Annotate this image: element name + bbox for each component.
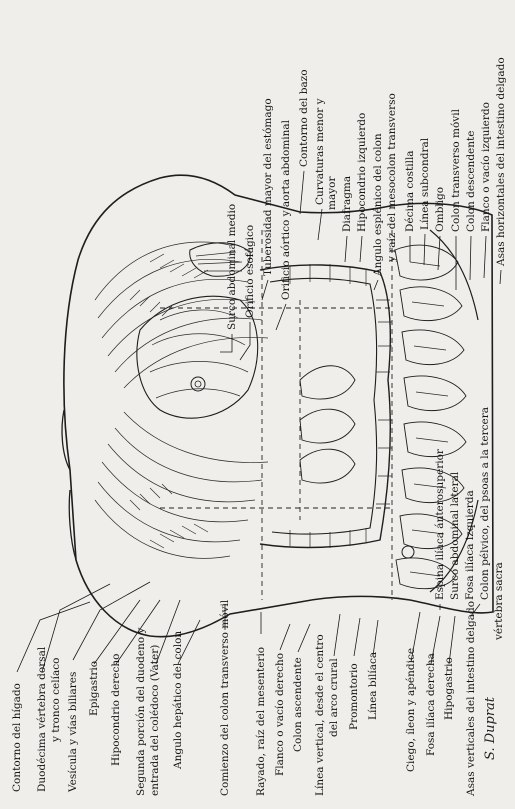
label-diafragma: Diafragma: [341, 176, 353, 232]
label-hipogastrio: Hipogastrio: [443, 657, 455, 720]
label-tronco-celiaco: y tronco celíaco: [50, 658, 62, 743]
label-rayado-mesenterio: Rayado, raíz del mesenterio: [255, 647, 267, 796]
label-orificio-esofagico: Orificio esofágico: [244, 225, 256, 318]
label-fosa-iliaca-izquierda: Fosa ilíaca izquierda: [464, 490, 476, 600]
label-hipocondrio-derecho: Hipocondrio derecho: [110, 654, 122, 766]
label-linea-subcondral: Línea subcondral: [419, 137, 431, 230]
label-promontorio: Promontorio: [348, 663, 360, 730]
label-colon-pelvico: Colon pélvico, del psoas a la tercera: [479, 407, 491, 600]
label-duodecima-vertebra: Duodécima vértebra dorsal: [36, 646, 48, 792]
right-labels: Surco abdominal medio Orificio esofágico…: [226, 57, 507, 330]
label-raiz-mesocolon: y raíz del mesocolon transverso: [386, 93, 398, 263]
label-segunda-porcion: Segunda porción del duodeno y: [135, 628, 147, 796]
label-linea-vertical: Línea vertical, desde el centro: [314, 634, 326, 796]
label-decima-costilla: Décima costilla: [404, 150, 416, 232]
label-asas-verticales: Asas verticales del intestino delgado: [465, 601, 477, 797]
label-vesicula: Vesícula y vías biliares: [67, 672, 79, 793]
label-ombligo: Ombligo: [434, 187, 446, 232]
label-colon-descendente: Colon descendente: [465, 131, 477, 232]
torso-drawing: [62, 175, 493, 637]
label-curvaturas: Curvaturas menor y: [314, 98, 326, 205]
label-espina-iliaca: Espina ilíaca ánterosuperior: [434, 448, 446, 600]
label-angulo-hepatico: Angulo hepático del colon: [172, 631, 184, 770]
label-hipocondrio-izquierdo: Hipocondrio izquierdo: [356, 113, 368, 232]
label-ciego: Ciego, íleon y apéndice: [405, 648, 417, 772]
label-flanco-izquierdo: Flanco o vacío izquierdo: [480, 102, 492, 232]
label-surco-lateral: Surco abdominal lateral: [449, 471, 461, 600]
left-labels: Contorno del hígado Duodécima vértebra d…: [11, 599, 477, 797]
label-flanco-derecho: Flanco o vacío derecho: [274, 653, 286, 776]
label-tuberosidad-mayor: Tuberosidad mayor del estómago: [262, 98, 274, 276]
label-mayor: mayor: [326, 176, 338, 210]
label-asas-horizontales: Asas horizontales del intestino delgado: [495, 57, 507, 267]
label-contorno-bazo: Contorno del bazo: [298, 69, 310, 167]
label-contorno-higado: Contorno del hígado: [11, 683, 23, 792]
label-vertebra-sacra: vértebra sacra: [493, 562, 505, 641]
label-coledoco: entrada del colédoco (Vater): [149, 645, 161, 796]
label-orificio-aortico: Orificio aórtico y aorta abdominal: [280, 119, 292, 300]
label-arco-crural: del arco crural: [328, 658, 340, 737]
label-colon-transverso: Colon transverso móvil: [450, 108, 462, 232]
label-surco-abdominal-medio: Surco abdominal medio: [226, 204, 238, 330]
label-epigastrio: Epigastrio: [88, 661, 100, 716]
label-fosa-iliaca-derecha: Fosa ilíaca derecha: [425, 653, 437, 756]
label-colon-ascendente: Colon ascendente: [292, 657, 304, 752]
label-linea-biliaca: Línea bilíaca: [367, 652, 379, 720]
label-angulo-esplenico: Angulo esplénico del colon: [372, 133, 384, 277]
artist-signature: S. Duprat: [483, 696, 498, 760]
